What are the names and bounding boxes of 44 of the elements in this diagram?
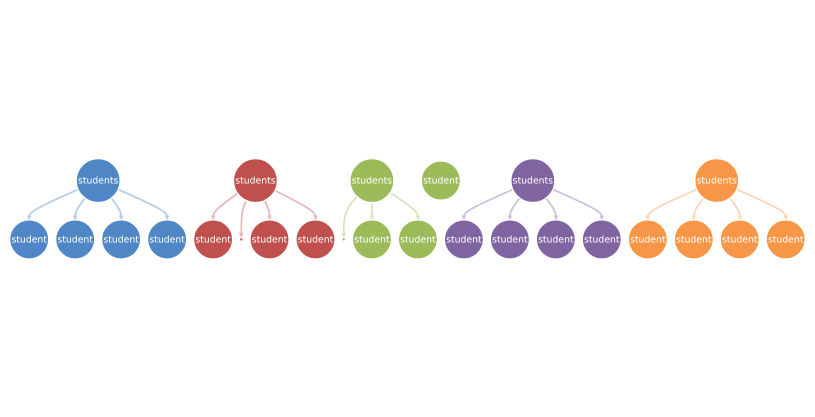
node-circle: student: [720, 219, 760, 260]
node-circle: student: [490, 219, 530, 260]
arrow: [507, 197, 520, 220]
node-circle: student: [628, 219, 668, 260]
node-circle: student: [55, 219, 96, 260]
node-circle: student: [9, 219, 50, 260]
node-circle: student: [101, 219, 142, 260]
arrow: [341, 196, 358, 238]
node-circle: student: [249, 219, 290, 260]
node-circle: student: [582, 219, 622, 260]
node-circle: student: [766, 219, 806, 260]
arrow: [238, 200, 248, 238]
arrow: [274, 189, 318, 220]
arrow: [691, 197, 704, 220]
arrow: [110, 197, 124, 220]
node-circle: students: [510, 158, 556, 203]
arrow: [118, 188, 170, 220]
node-circle: student: [352, 219, 392, 260]
node-circle: students: [349, 158, 394, 203]
node-circle: student: [536, 219, 576, 260]
node-circle: student: [398, 219, 438, 260]
node-circle: student: [444, 219, 484, 260]
arrow: [729, 197, 742, 220]
node-circle: students: [232, 158, 278, 203]
node-circle: student: [674, 219, 714, 260]
arrow: [26, 188, 79, 220]
arrow: [210, 192, 238, 220]
arrow: [264, 200, 272, 220]
arrow: [645, 188, 698, 220]
node-circle: [341, 236, 346, 242]
arrow: [545, 197, 558, 220]
node-circle: student: [420, 160, 462, 200]
arrow: [461, 188, 514, 220]
arrow: [736, 188, 788, 220]
node-circle: student: [193, 219, 234, 260]
node-circle: students: [76, 158, 121, 203]
arrow: [72, 197, 86, 220]
arrow: [552, 188, 604, 220]
arrow: [390, 192, 420, 220]
node-circle: [239, 236, 244, 242]
node-circle: students: [694, 158, 740, 203]
node-circle: student: [295, 219, 336, 260]
node-circle: student: [147, 219, 188, 260]
arrow: [369, 202, 375, 220]
